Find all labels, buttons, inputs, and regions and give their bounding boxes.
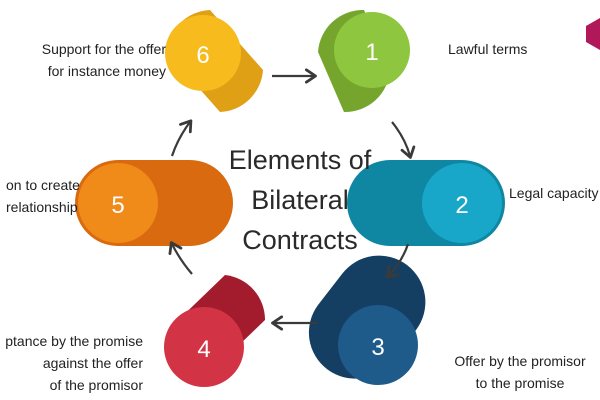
title-line-3: Contracts <box>242 225 358 255</box>
element-2-label-line-1: Legal capacity <box>509 185 599 201</box>
element-4-cylinder: 4 <box>164 275 266 387</box>
element-5-number: 5 <box>111 192 124 219</box>
element-1-number: 1 <box>365 39 378 66</box>
arrow-2-to-3 <box>385 243 410 279</box>
element-3-number: 3 <box>371 334 384 361</box>
element-4-label-line-1: ptance by the promise <box>5 333 143 349</box>
element-1-cylinder: 1 <box>318 9 410 113</box>
element-4-label-line-3: of the promisor <box>49 377 143 393</box>
element-1-label: Lawful terms <box>448 38 527 60</box>
element-6-label-line-2: for instance money <box>47 63 166 79</box>
element-4-number: 4 <box>197 336 210 363</box>
element-2-label: Legal capacity <box>509 182 599 204</box>
hexagon-logo-icon <box>586 18 600 50</box>
arrow-4-to-5 <box>168 241 193 275</box>
diagram-title: Elements of Bilateral Contracts <box>200 140 400 260</box>
element-2-cylinder: 2 <box>347 160 505 246</box>
element-5-label-line-1: on to create <box>6 177 80 193</box>
element-4-label: ptance by the promise against the offer … <box>0 330 143 396</box>
element-3-label: Offer by the promisor to the promise <box>440 350 600 394</box>
element-4-label-line-2: against the offer <box>42 355 143 371</box>
element-6-number: 6 <box>196 42 209 69</box>
arrow-5-to-6 <box>170 119 193 157</box>
element-5-label: on to create relationship <box>6 174 80 218</box>
element-3-label-line-1: Offer by the promisor <box>454 353 586 369</box>
element-6-label: Support for the offer for instance money <box>6 38 166 82</box>
title-line-1: Elements of <box>228 145 372 175</box>
element-2-number: 2 <box>455 192 468 219</box>
element-3-cylinder: 3 <box>308 255 426 385</box>
element-6-label-line-1: Support for the offer <box>41 41 166 57</box>
element-5-cylinder: 5 <box>75 160 233 246</box>
element-1-label-line-1: Lawful terms <box>448 41 528 57</box>
arrow-1-to-2 <box>391 121 416 159</box>
element-3-label-line-2: to the promise <box>475 375 565 391</box>
element-6-cylinder: 6 <box>165 10 263 112</box>
title-line-2: Bilateral <box>251 185 349 215</box>
element-5-label-line-2: relationship <box>6 199 78 215</box>
